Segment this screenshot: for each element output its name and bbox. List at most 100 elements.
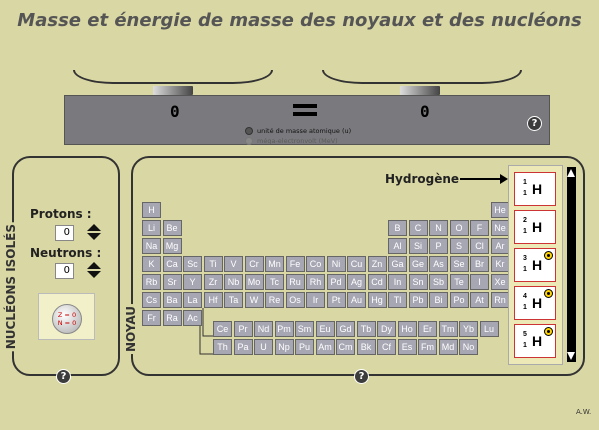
element-yb[interactable]: Yb — [459, 321, 478, 337]
element-tb[interactable]: Tb — [356, 321, 376, 337]
element-cr[interactable]: Cr — [244, 256, 264, 272]
scroll-down-icon[interactable] — [567, 352, 575, 360]
element-ce[interactable]: Ce — [213, 321, 232, 337]
element-os[interactable]: Os — [285, 292, 305, 308]
element-s[interactable]: S — [449, 238, 469, 254]
isotope-scrollbar[interactable] — [567, 167, 576, 362]
element-pr[interactable]: Pr — [233, 321, 253, 337]
element-li[interactable]: Li — [142, 220, 161, 236]
element-zn[interactable]: Zn — [367, 256, 387, 272]
element-am[interactable]: Am — [315, 339, 335, 355]
element-mn[interactable]: Mn — [265, 256, 284, 272]
element-h[interactable]: H — [142, 202, 161, 218]
element-na[interactable]: Na — [142, 238, 161, 254]
element-au[interactable]: Au — [347, 292, 366, 308]
element-cs[interactable]: Cs — [142, 292, 161, 308]
element-cl[interactable]: Cl — [470, 238, 489, 254]
protons-stepper-icon[interactable] — [87, 224, 101, 242]
element-fe[interactable]: Fe — [285, 256, 305, 272]
element-bi[interactable]: Bi — [429, 292, 448, 308]
element-kr[interactable]: Kr — [490, 256, 510, 272]
neutrons-stepper-icon[interactable] — [87, 262, 101, 280]
element-fr[interactable]: Fr — [142, 310, 161, 326]
element-cu[interactable]: Cu — [347, 256, 366, 272]
element-o[interactable]: O — [449, 220, 469, 236]
element-pd[interactable]: Pd — [326, 274, 346, 290]
element-la[interactable]: La — [183, 292, 202, 308]
element-sn[interactable]: Sn — [408, 274, 428, 290]
element-bk[interactable]: Bk — [356, 339, 376, 355]
element-ni[interactable]: Ni — [326, 256, 346, 272]
element-ag[interactable]: Ag — [347, 274, 366, 290]
element-ca[interactable]: Ca — [162, 256, 182, 272]
element-f[interactable]: F — [470, 220, 489, 236]
element-pm[interactable]: Pm — [274, 321, 294, 337]
element-ru[interactable]: Ru — [285, 274, 305, 290]
element-w[interactable]: W — [244, 292, 264, 308]
element-ac[interactable]: Ac — [183, 310, 202, 326]
element-c[interactable]: C — [408, 220, 428, 236]
element-rn[interactable]: Rn — [490, 292, 510, 308]
element-in[interactable]: In — [388, 274, 407, 290]
element-he[interactable]: He — [490, 202, 510, 218]
element-th[interactable]: Th — [213, 339, 232, 355]
element-sr[interactable]: Sr — [162, 274, 182, 290]
unit-radio-u[interactable]: unité de masse atomique (u) — [245, 127, 351, 135]
element-nb[interactable]: Nb — [224, 274, 243, 290]
element-ne[interactable]: Ne — [490, 220, 510, 236]
nucleon-tile[interactable]: Z = 0 N = 0 — [38, 293, 95, 340]
element-ar[interactable]: Ar — [490, 238, 510, 254]
element-pa[interactable]: Pa — [233, 339, 253, 355]
element-re[interactable]: Re — [265, 292, 284, 308]
element-ge[interactable]: Ge — [408, 256, 428, 272]
element-gd[interactable]: Gd — [336, 321, 355, 337]
element-si[interactable]: Si — [408, 238, 428, 254]
element-i[interactable]: I — [470, 274, 489, 290]
element-cd[interactable]: Cd — [367, 274, 387, 290]
scroll-up-icon[interactable] — [567, 169, 575, 177]
element-tm[interactable]: Tm — [438, 321, 458, 337]
element-sc[interactable]: Sc — [183, 256, 202, 272]
element-k[interactable]: K — [142, 256, 161, 272]
element-cf[interactable]: Cf — [377, 339, 396, 355]
element-co[interactable]: Co — [306, 256, 325, 272]
element-pt[interactable]: Pt — [326, 292, 346, 308]
element-cm[interactable]: Cm — [336, 339, 355, 355]
protons-field[interactable]: 0 — [55, 225, 74, 241]
neutrons-field[interactable]: 0 — [55, 263, 74, 279]
element-fm[interactable]: Fm — [418, 339, 437, 355]
element-rh[interactable]: Rh — [306, 274, 325, 290]
element-hf[interactable]: Hf — [203, 292, 223, 308]
help-nucleons-icon[interactable]: ? — [56, 369, 71, 384]
element-b[interactable]: B — [388, 220, 407, 236]
element-ba[interactable]: Ba — [162, 292, 182, 308]
element-se[interactable]: Se — [449, 256, 469, 272]
element-er[interactable]: Er — [418, 321, 437, 337]
unit-radio-mev[interactable]: méga-electronvolt (MeV) — [245, 137, 338, 145]
element-tl[interactable]: Tl — [388, 292, 407, 308]
element-pb[interactable]: Pb — [408, 292, 428, 308]
element-ta[interactable]: Ta — [224, 292, 243, 308]
element-no[interactable]: No — [459, 339, 478, 355]
element-mo[interactable]: Mo — [244, 274, 264, 290]
element-u[interactable]: U — [254, 339, 273, 355]
element-po[interactable]: Po — [449, 292, 469, 308]
element-rb[interactable]: Rb — [142, 274, 161, 290]
element-md[interactable]: Md — [438, 339, 458, 355]
element-v[interactable]: V — [224, 256, 243, 272]
element-as[interactable]: As — [429, 256, 448, 272]
element-eu[interactable]: Eu — [315, 321, 335, 337]
element-xe[interactable]: Xe — [490, 274, 510, 290]
element-ir[interactable]: Ir — [306, 292, 325, 308]
element-sm[interactable]: Sm — [295, 321, 314, 337]
element-sb[interactable]: Sb — [429, 274, 448, 290]
element-np[interactable]: Np — [274, 339, 294, 355]
element-al[interactable]: Al — [388, 238, 407, 254]
element-p[interactable]: P — [429, 238, 448, 254]
element-hg[interactable]: Hg — [367, 292, 387, 308]
element-pu[interactable]: Pu — [295, 339, 314, 355]
element-zr[interactable]: Zr — [203, 274, 223, 290]
